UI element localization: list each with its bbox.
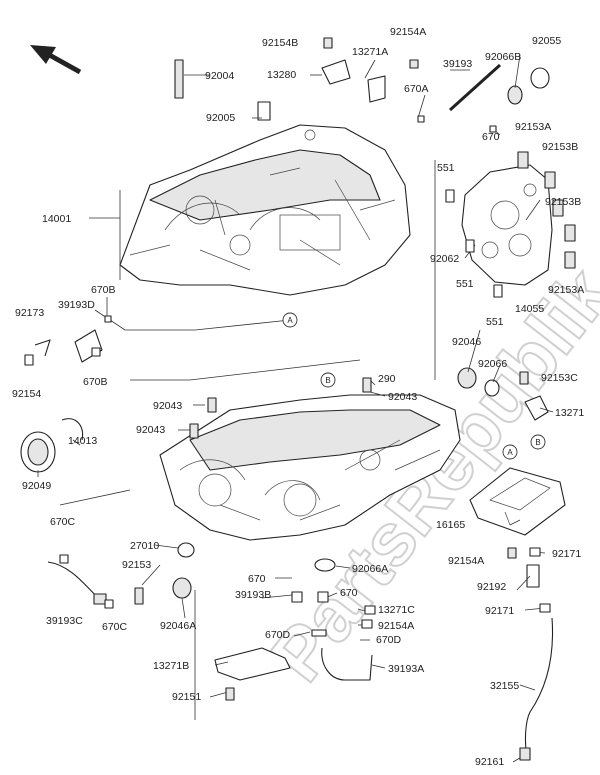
fasteners	[24, 37, 576, 761]
label-16165: 16165	[436, 519, 465, 531]
bearing-92066	[484, 379, 500, 397]
label-39193: 39193	[443, 58, 472, 70]
label-13271: 13271	[555, 407, 584, 419]
label-39193C: 39193C	[46, 615, 83, 627]
label-92154: 92154	[12, 388, 41, 400]
o-ring-92055	[530, 67, 550, 89]
bracket-13271A	[367, 75, 386, 103]
label-551-3: 551	[486, 316, 504, 328]
label-290: 290	[378, 373, 396, 385]
bracket-39193D	[74, 329, 103, 363]
label-92005: 92005	[206, 112, 235, 124]
spacer-92192	[526, 564, 540, 588]
label-14013: 14013	[68, 435, 97, 447]
label-92153C: 92153C	[541, 372, 578, 384]
bracket-92173	[34, 339, 51, 357]
bearing-92046A	[172, 577, 192, 599]
label-13271B: 13271B	[153, 660, 189, 672]
front-direction-arrow-icon	[30, 45, 82, 75]
label-92154A-top: 92154A	[390, 26, 426, 38]
seal-92049	[20, 431, 56, 473]
label-92062: 92062	[430, 253, 459, 265]
lower-crankcase	[159, 394, 461, 541]
label-92043-1: 92043	[153, 400, 182, 412]
bracket-13280	[321, 59, 351, 85]
label-670B-1: 670B	[91, 284, 116, 296]
label-92004: 92004	[205, 70, 234, 82]
label-670B-2: 670B	[83, 376, 108, 388]
label-13271C: 13271C	[378, 604, 415, 616]
oil-pan-16165	[469, 467, 566, 536]
svg-text:B: B	[535, 438, 540, 447]
label-13280: 13280	[267, 69, 296, 81]
callout-b-2: B	[530, 434, 546, 450]
svg-text:B: B	[325, 376, 330, 385]
label-14055: 14055	[515, 303, 544, 315]
label-92153A: 92153A	[515, 121, 551, 133]
pipe-39193A	[321, 647, 373, 681]
label-670-3: 670	[340, 587, 358, 599]
label-32155: 32155	[490, 680, 519, 692]
label-39193A: 39193A	[388, 663, 424, 675]
label-92154A-2: 92154A	[448, 555, 484, 567]
dowel-92005	[257, 101, 271, 121]
label-92043-3: 92043	[136, 424, 165, 436]
label-92171-1: 92171	[552, 548, 581, 560]
label-92043-2: 92043	[388, 391, 417, 403]
label-670A: 670A	[404, 83, 429, 95]
label-92153B-1: 92153B	[542, 141, 578, 153]
bearing-92046	[457, 367, 477, 389]
label-92066: 92066	[478, 358, 507, 370]
callout-a-2: A	[502, 444, 518, 460]
bushing-27010	[177, 542, 195, 558]
hose-32155	[524, 617, 554, 751]
part-labels: 92154B 92154A 13271A 13280 92004 39193 9…	[12, 26, 584, 768]
label-39193B: 39193B	[235, 589, 271, 601]
label-92154B: 92154B	[262, 37, 298, 49]
plate-13271B	[214, 647, 291, 681]
oil-line-39193C	[47, 561, 107, 605]
label-670D-2: 670D	[376, 634, 402, 646]
label-92151: 92151	[172, 691, 201, 703]
label-92171-2: 92171	[485, 605, 514, 617]
svg-text:A: A	[287, 316, 293, 325]
label-92173: 92173	[15, 307, 44, 319]
svg-text:A: A	[507, 448, 513, 457]
label-670-top: 670	[482, 131, 500, 143]
stud-92004	[174, 59, 184, 99]
label-92153: 92153	[122, 559, 151, 571]
gasket-14013	[61, 418, 84, 441]
label-92046: 92046	[452, 336, 481, 348]
label-670C-2: 670C	[102, 621, 128, 633]
label-92046A: 92046A	[160, 620, 196, 632]
upper-crankcase-14001	[119, 124, 411, 296]
bracket-13271	[524, 395, 549, 421]
label-92154A-3: 92154A	[378, 620, 414, 632]
label-39193D: 39193D	[58, 299, 95, 311]
label-551-2: 551	[456, 278, 474, 290]
label-551-1: 551	[437, 162, 455, 174]
label-13271A: 13271A	[352, 46, 388, 58]
label-92066A: 92066A	[352, 563, 388, 575]
shaft-39193	[448, 63, 502, 112]
label-92066B: 92066B	[485, 51, 521, 63]
callout-b-1: B	[320, 372, 336, 388]
label-92055: 92055	[532, 35, 561, 47]
side-cover-14055	[461, 164, 553, 286]
label-92049: 92049	[22, 480, 51, 492]
plug-92066A	[314, 558, 336, 572]
label-92161: 92161	[475, 756, 504, 768]
label-92153B-2: 92153B	[545, 196, 581, 208]
pulley-92066B	[507, 85, 523, 105]
label-670D-1: 670D	[265, 629, 291, 641]
label-92192: 92192	[477, 581, 506, 593]
label-14001: 14001	[42, 213, 71, 225]
label-670-2: 670	[248, 573, 266, 585]
label-670C-1: 670C	[50, 516, 76, 528]
label-92153A-2: 92153A	[548, 284, 584, 296]
callout-a-1: A	[282, 312, 298, 328]
label-27010: 27010	[130, 540, 159, 552]
